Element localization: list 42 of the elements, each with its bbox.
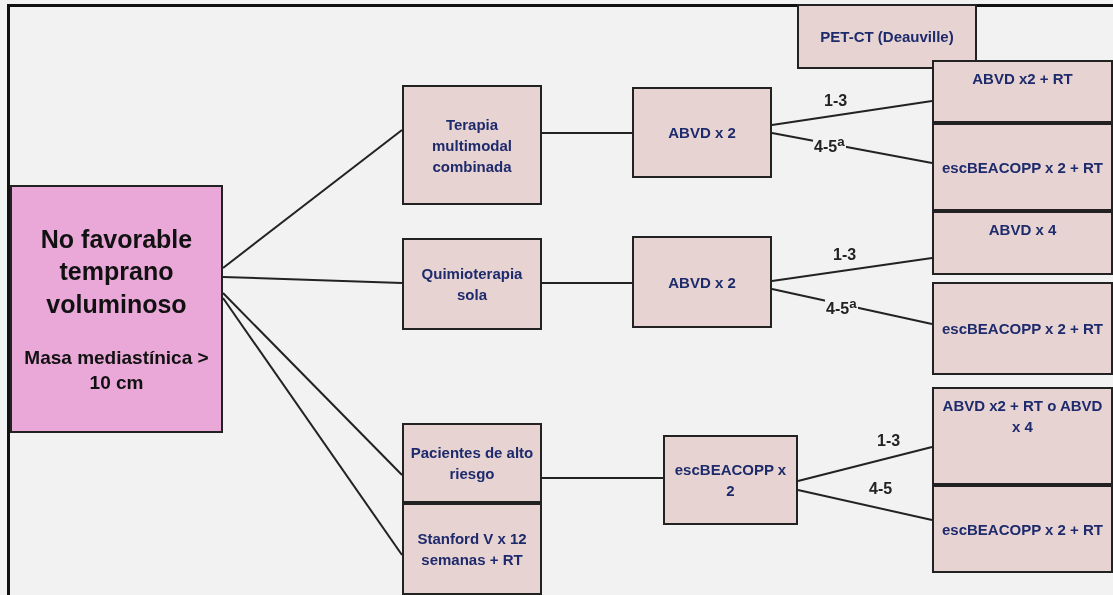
box-text: escBEACOPP x 2 + RT bbox=[941, 519, 1103, 540]
connector-line bbox=[222, 276, 403, 284]
treatment-box bbox=[797, 4, 977, 69]
treatment-box bbox=[632, 87, 772, 178]
box-text: No favorable temprano voluminoso bbox=[39, 223, 194, 320]
treatment-box bbox=[402, 503, 542, 595]
treatment-box bbox=[402, 85, 542, 205]
box-text: escBEACOPP x 2 + RT bbox=[941, 157, 1103, 178]
box-text: Quimioterapia sola bbox=[420, 264, 524, 305]
connector-line bbox=[797, 446, 933, 482]
box-text: Stanford V x 12 semanas + RT bbox=[416, 529, 528, 570]
treatment-box bbox=[663, 435, 798, 525]
box-text: Masa mediastínica > 10 cm bbox=[23, 346, 210, 395]
box-text: ABVD x2 + RT o ABVD x 4 bbox=[941, 396, 1104, 437]
box-text: ABVD x2 + RT bbox=[972, 69, 1073, 89]
treatment-box bbox=[932, 282, 1113, 375]
connector-line bbox=[771, 100, 933, 126]
treatment-box bbox=[932, 387, 1113, 485]
box-text: escBEACOPP x 2 + RT bbox=[941, 319, 1103, 339]
box-text: ABVD x 2 bbox=[668, 123, 736, 143]
connector-line bbox=[222, 297, 403, 556]
connector-line bbox=[541, 132, 633, 134]
box-text: escBEACOPP x 2 bbox=[673, 460, 788, 501]
box-text: PET-CT (Deauville) bbox=[820, 27, 954, 47]
connector-line bbox=[797, 489, 933, 521]
box-text: Pacientes de alto riesgo bbox=[409, 443, 535, 484]
connector-line bbox=[222, 292, 403, 476]
treatment-box bbox=[402, 423, 542, 503]
connector-line bbox=[541, 477, 664, 479]
treatment-box bbox=[632, 236, 772, 328]
box-text: Terapia multimodal combinada bbox=[431, 114, 513, 177]
category-box bbox=[10, 185, 223, 433]
connector-line bbox=[771, 257, 933, 282]
treatment-box bbox=[932, 123, 1113, 211]
treatment-box bbox=[932, 211, 1113, 275]
box-text: ABVD x 4 bbox=[988, 220, 1057, 240]
box-text: ABVD x 2 bbox=[668, 272, 736, 293]
connector-line bbox=[541, 282, 633, 284]
treatment-box bbox=[932, 60, 1113, 123]
connector-line bbox=[222, 129, 403, 269]
treatment-box bbox=[402, 238, 542, 330]
treatment-box bbox=[932, 485, 1113, 573]
